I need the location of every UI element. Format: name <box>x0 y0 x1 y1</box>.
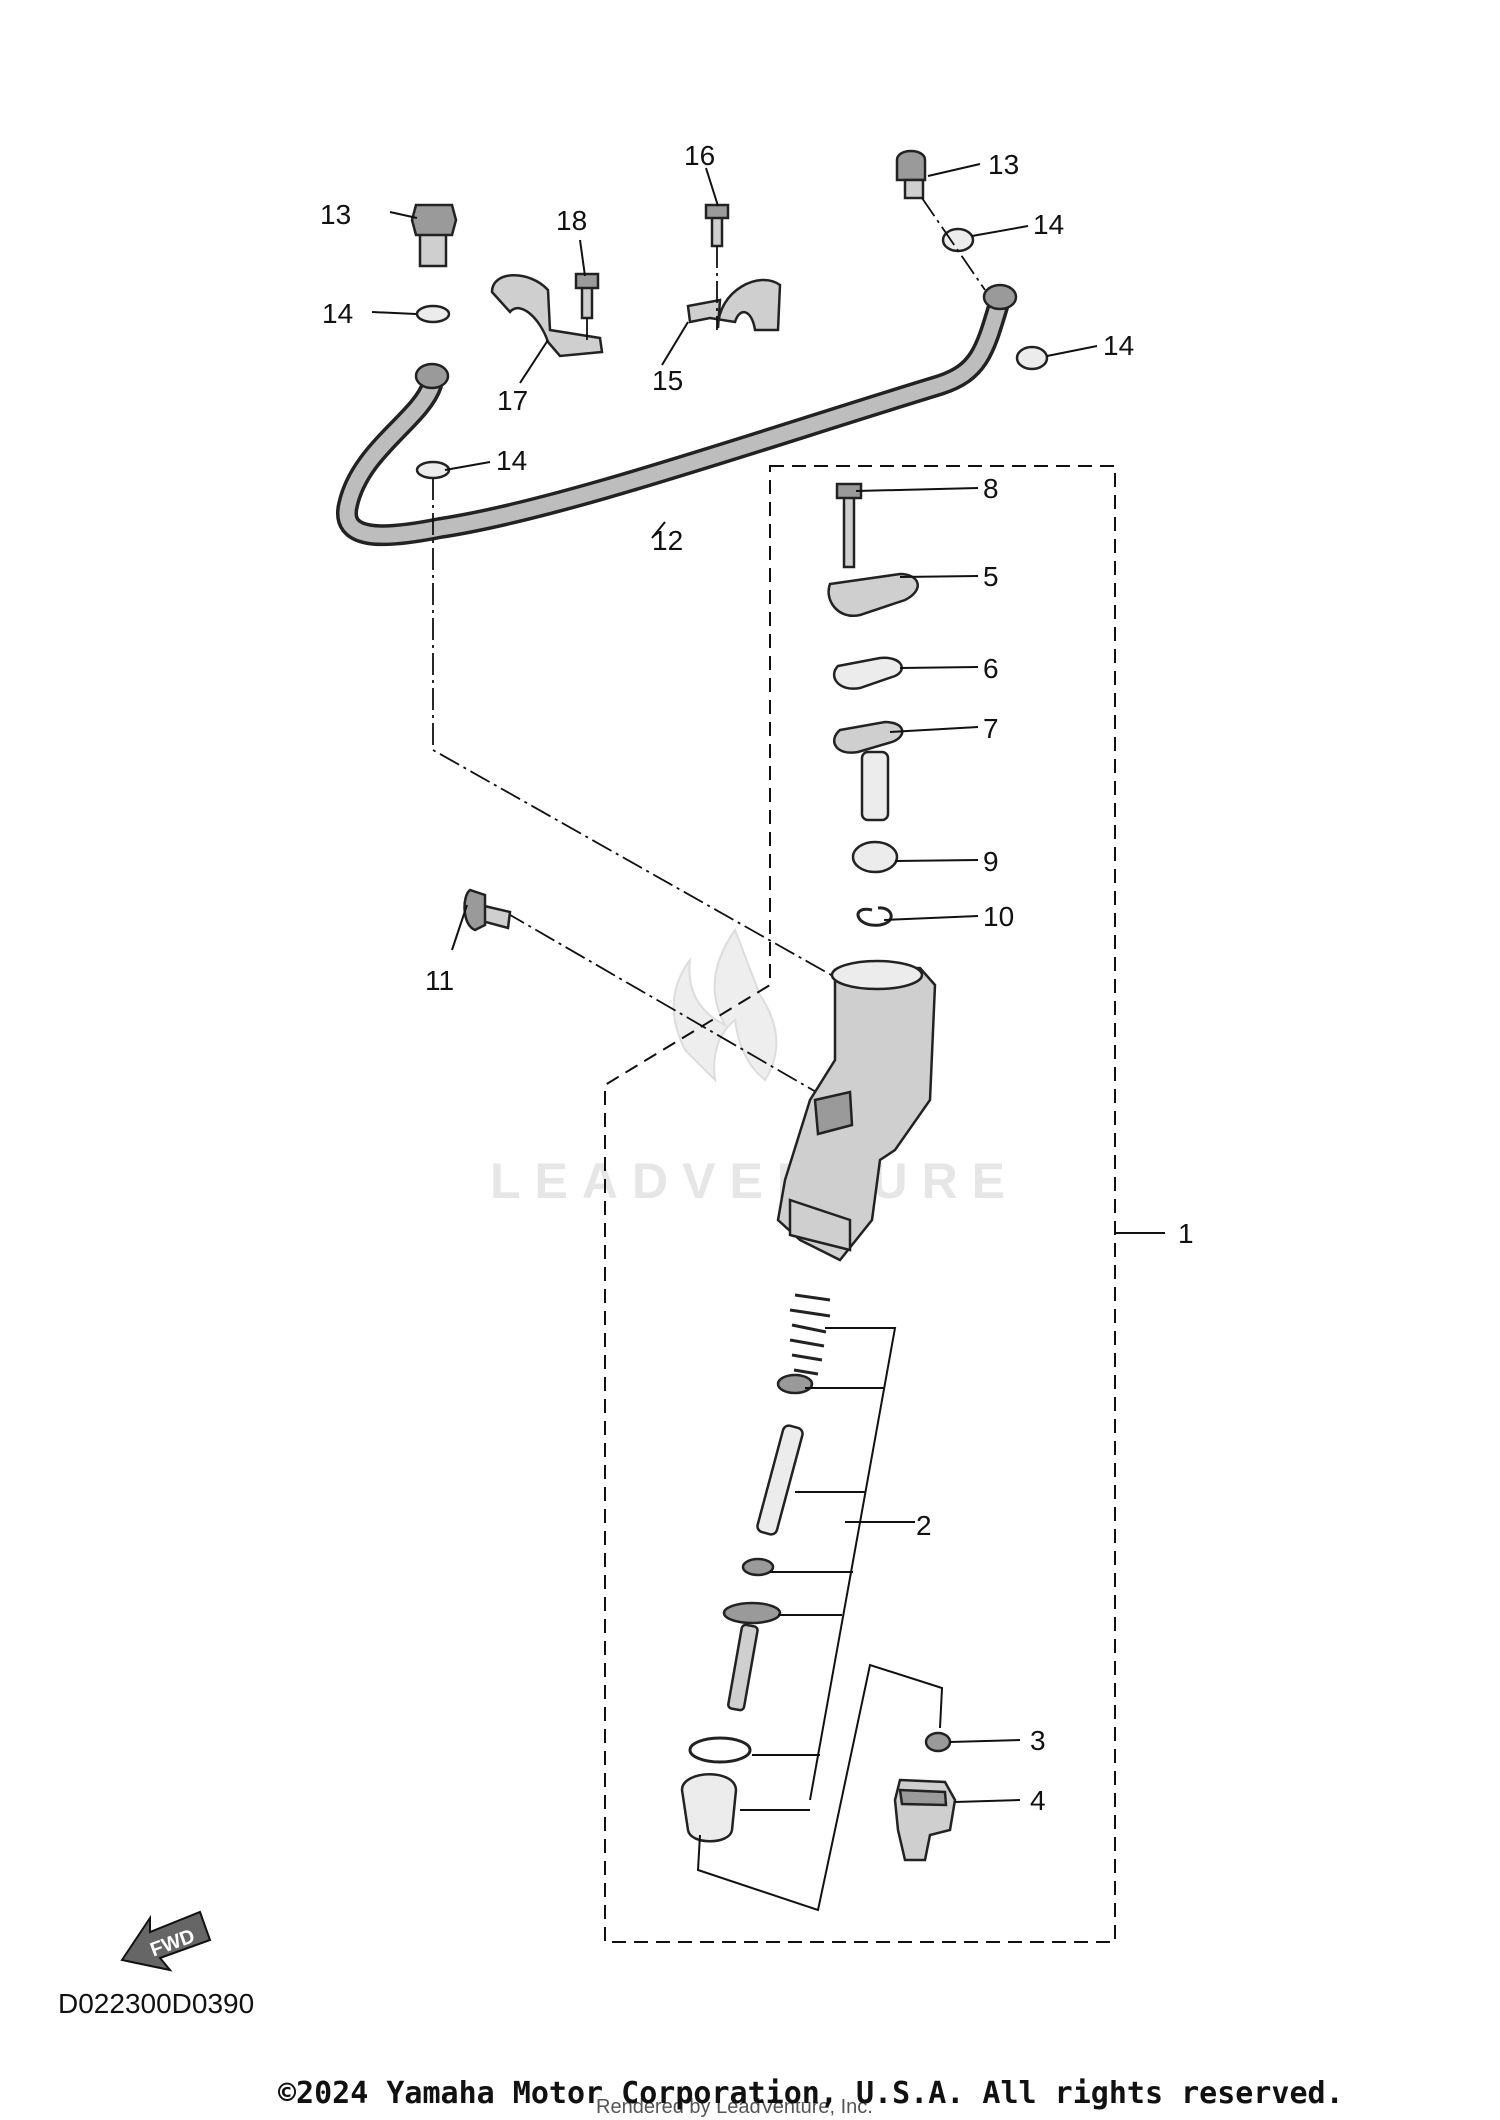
label-1: 1 <box>1178 1218 1194 1249</box>
diaphragm-7 <box>833 720 904 822</box>
crush-washer-left-bottom <box>415 460 451 480</box>
diagram-code: D022300D0390 <box>58 1988 255 2019</box>
label-18: 18 <box>556 205 587 236</box>
leader-lines <box>371 163 1165 1803</box>
label-10: 10 <box>983 901 1014 932</box>
label-8: 8 <box>983 473 999 504</box>
fwd-arrow-icon: FWD <box>120 1910 212 1972</box>
label-14-right-side: 14 <box>1103 330 1134 361</box>
reservoir-cap-5 <box>827 572 919 618</box>
copyright-notice: ©2024 Yamaha Motor Corporation, U.S.A. A… <box>278 2076 1344 2111</box>
label-12: 12 <box>652 525 683 556</box>
watermark-text: LEADVENTURE <box>490 1153 1019 1209</box>
secondary-cup <box>741 1557 775 1577</box>
watermark: LEADVENTURE <box>490 927 1019 1209</box>
label-11: 11 <box>425 965 454 996</box>
label-13-right: 13 <box>988 149 1019 180</box>
label-6: 6 <box>983 653 999 684</box>
label-15: 15 <box>652 365 683 396</box>
kit-2-bracket <box>740 1327 915 1811</box>
snap-ring <box>688 1736 752 1764</box>
chain-line-13r <box>921 197 986 291</box>
label-16: 16 <box>684 140 715 171</box>
brake-hose <box>336 283 1018 547</box>
screw-8 <box>835 482 863 569</box>
label-4: 4 <box>1030 1785 1046 1816</box>
push-rod <box>722 1601 782 1712</box>
label-14-left-top: 14 <box>322 298 353 329</box>
clevis-4 <box>893 1778 957 1862</box>
label-17: 17 <box>497 385 528 416</box>
chain-line-11 <box>504 911 831 1101</box>
crush-washer-left-top <box>415 304 451 324</box>
rendered-by: Rendered by LeadVenture, Inc. <box>596 2096 873 2118</box>
screw-18 <box>574 272 600 320</box>
screw-16 <box>704 203 730 248</box>
label-14-left-bottom: 14 <box>496 445 527 476</box>
dust-boot <box>680 1773 738 1843</box>
label-14-right-top: 14 <box>1033 209 1064 240</box>
float-9 <box>851 840 899 874</box>
label-2: 2 <box>916 1510 932 1541</box>
cap-plate-6 <box>832 656 904 690</box>
kit-3-4-bracket <box>696 1663 944 1912</box>
banjo-bolt-right <box>895 149 927 200</box>
crush-washer-right-side <box>1015 345 1049 371</box>
label-5: 5 <box>983 561 999 592</box>
bolt-11 <box>463 888 512 932</box>
primary-cup <box>776 1373 814 1395</box>
label-13-left: 13 <box>320 199 351 230</box>
circlip-10 <box>856 906 893 927</box>
hose-clamp-17 <box>490 274 604 358</box>
chain-line-hose-to-cylinder <box>432 478 841 981</box>
label-3: 3 <box>1030 1725 1046 1756</box>
master-cylinder-body <box>776 959 937 1262</box>
spring <box>789 1293 831 1376</box>
nut-3 <box>924 1731 952 1753</box>
piston <box>756 1424 804 1536</box>
hose-clamp-15 <box>686 278 782 332</box>
label-7: 7 <box>983 713 999 744</box>
crush-washer-right-top <box>941 227 975 253</box>
banjo-bolt-left <box>410 203 458 268</box>
label-9: 9 <box>983 846 999 877</box>
